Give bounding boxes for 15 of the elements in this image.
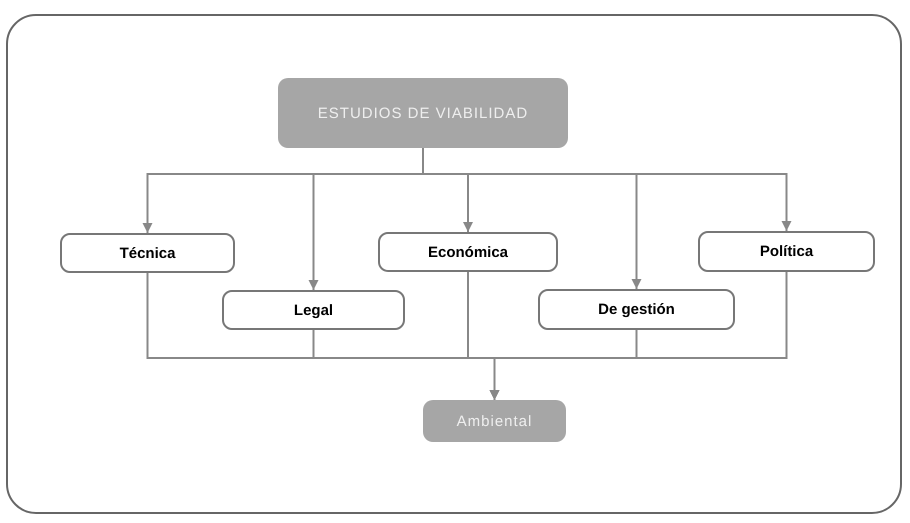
- process-box: [698, 231, 875, 272]
- box-label: ESTUDIOS DE VIABILIDAD: [318, 104, 528, 122]
- category-box: [278, 78, 568, 148]
- box-label: Ambiental: [456, 412, 532, 430]
- arrow: [490, 272, 788, 400]
- box-label: Legal: [294, 302, 334, 318]
- process-box: [538, 289, 735, 330]
- process-box: [378, 232, 558, 272]
- box-label: Técnica: [120, 244, 176, 262]
- box-label: Política: [760, 243, 814, 260]
- box-label: Económica: [428, 244, 508, 260]
- process-box: [60, 233, 235, 273]
- process-box: [222, 290, 405, 330]
- box-label: De gestión: [598, 301, 675, 318]
- category-box: [423, 400, 566, 442]
